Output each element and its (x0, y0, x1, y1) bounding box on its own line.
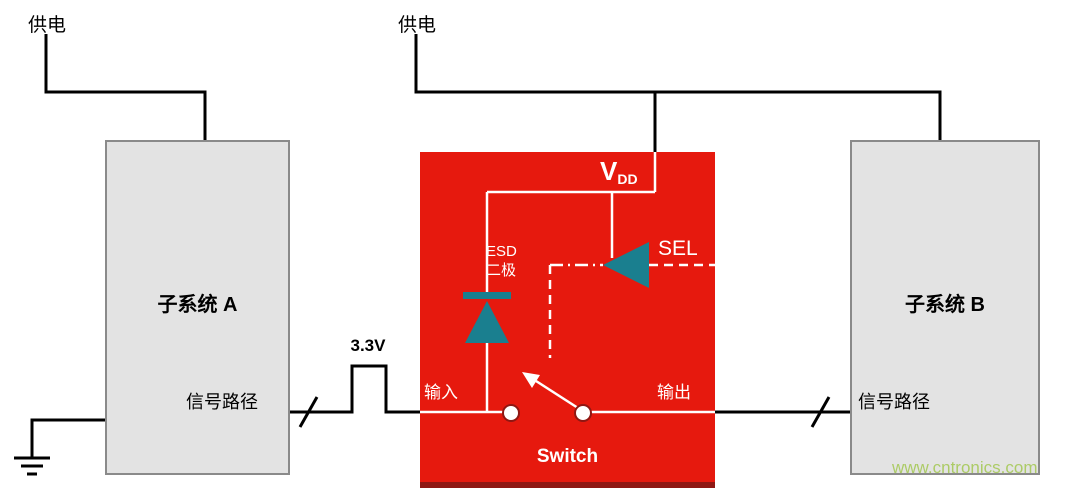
esd-diode-cathode-bar (463, 292, 511, 299)
signal-wire-left-with-pulse (290, 364, 420, 414)
input-label: 输入 (424, 383, 458, 402)
sel-buffer-triangle (603, 242, 649, 288)
power-wire-left (44, 34, 207, 140)
ground-wire (30, 418, 105, 458)
power-label-right: 供电 (398, 15, 437, 36)
watermark: www.cntronics.com (892, 458, 1038, 477)
power-label-left: 供电 (28, 15, 67, 36)
output-label: 输出 (657, 383, 691, 402)
subsystem-a-label: 子系统 A (157, 294, 238, 316)
subsystem-b-box (850, 140, 1040, 475)
vdd-label: VDD (600, 156, 638, 187)
switch-pole-left (502, 404, 520, 422)
switch-pole-right (574, 404, 592, 422)
switch-blade (535, 379, 579, 410)
esd-label-line1: ESD (486, 243, 517, 260)
pulse-voltage-label: 3.3V (350, 336, 386, 355)
signal-path-label-right: 信号路径 (858, 392, 930, 412)
break-slash-left (298, 396, 319, 428)
vdd-main-text: V (600, 156, 618, 186)
esd-diode-label: ESD 二极 (486, 242, 517, 280)
switch-label: Switch (536, 446, 599, 467)
signal-path-label-left: 信号路径 (186, 392, 258, 412)
vdd-sub-text: DD (617, 171, 638, 187)
sel-label: SEL (658, 237, 698, 260)
switch-ic-box (420, 152, 715, 488)
esd-diode-triangle (465, 301, 509, 343)
subsystem-b-label: 子系统 B (905, 294, 985, 316)
esd-label-line2: 二极 (486, 262, 517, 279)
switch-blade-arrowhead (522, 372, 540, 388)
power-wire-right (414, 34, 942, 140)
subsystem-a-box (105, 140, 290, 475)
break-slash-right (810, 396, 831, 428)
